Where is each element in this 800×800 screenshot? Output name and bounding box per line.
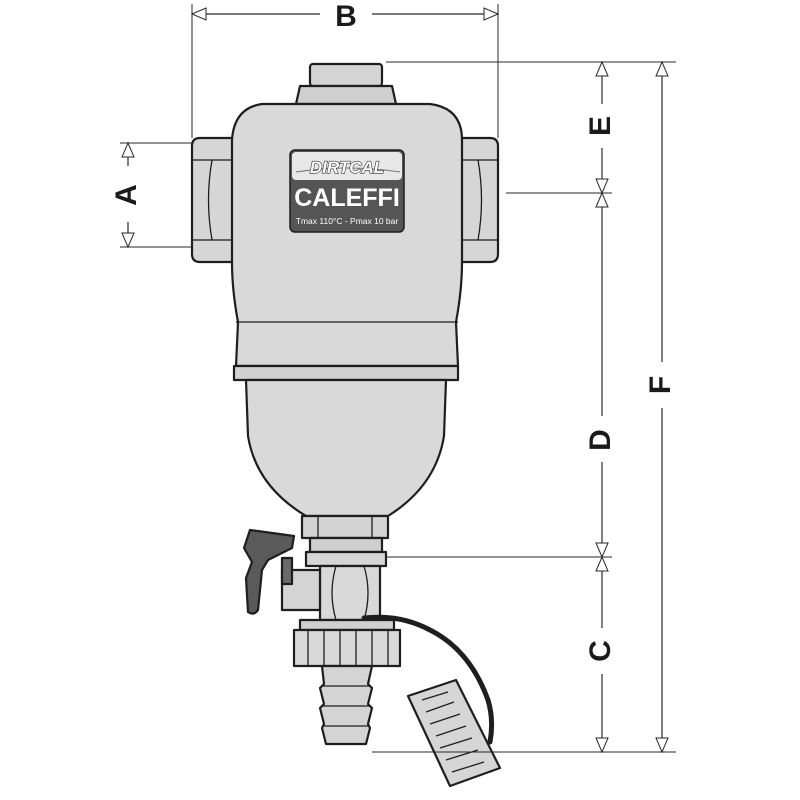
dimension-f: F [644, 60, 677, 754]
dimension-e: E [584, 60, 617, 195]
badge-brand-name: CALEFFI [294, 184, 400, 212]
dimension-label-f: F [644, 376, 677, 394]
dimension-label-b: B [335, 0, 357, 33]
right-extension-lines [372, 61, 676, 753]
cap-cord [361, 614, 495, 745]
dimension-label-d: D [584, 429, 617, 451]
upper-body [230, 102, 464, 382]
dimension-a: A [110, 141, 192, 249]
dimension-label-c: C [584, 640, 617, 662]
badge-model-name: DIRTCAL [310, 158, 384, 177]
collection-bowl [244, 378, 448, 540]
right-outlet-fitting [452, 136, 500, 264]
top-cap [294, 62, 398, 106]
hose-connector-nut [292, 618, 402, 668]
dimension-b: B [190, 0, 500, 138]
badge-spec-text: Tmax 110°C - Pmax 10 bar [296, 216, 399, 226]
dimension-label-a: A [110, 184, 143, 206]
left-inlet-fitting [190, 136, 240, 264]
product-badge: DIRTCAL CALEFFI Tmax 110°C - Pmax 10 bar [289, 149, 405, 233]
hose-tail [318, 664, 374, 746]
drain-valve [280, 536, 388, 622]
valve-handle [242, 528, 296, 615]
drain-cap [406, 678, 502, 788]
dimension-label-e: E [584, 116, 617, 136]
dimension-d: D [584, 191, 617, 559]
dimension-c: C [584, 555, 617, 754]
